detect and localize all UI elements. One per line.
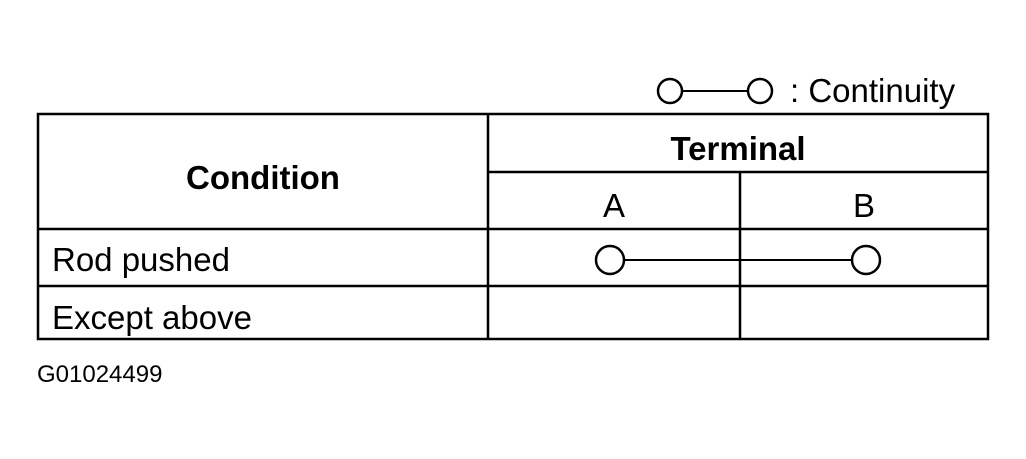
terminal-b-header: B xyxy=(852,187,875,224)
continuity-legend: : Continuity xyxy=(650,68,990,114)
continuity-symbol-icon xyxy=(656,77,774,105)
row-1-condition: Rod pushed xyxy=(52,241,230,278)
condition-header: Condition xyxy=(186,159,340,196)
terminal-header: Terminal xyxy=(670,130,806,167)
figure-id: G01024499 xyxy=(37,361,163,388)
terminal-a-header: A xyxy=(602,187,625,224)
row-2-condition: Except above xyxy=(52,299,252,336)
legend-label: : Continuity xyxy=(790,72,956,109)
row-1-continuity-icon xyxy=(594,244,882,276)
